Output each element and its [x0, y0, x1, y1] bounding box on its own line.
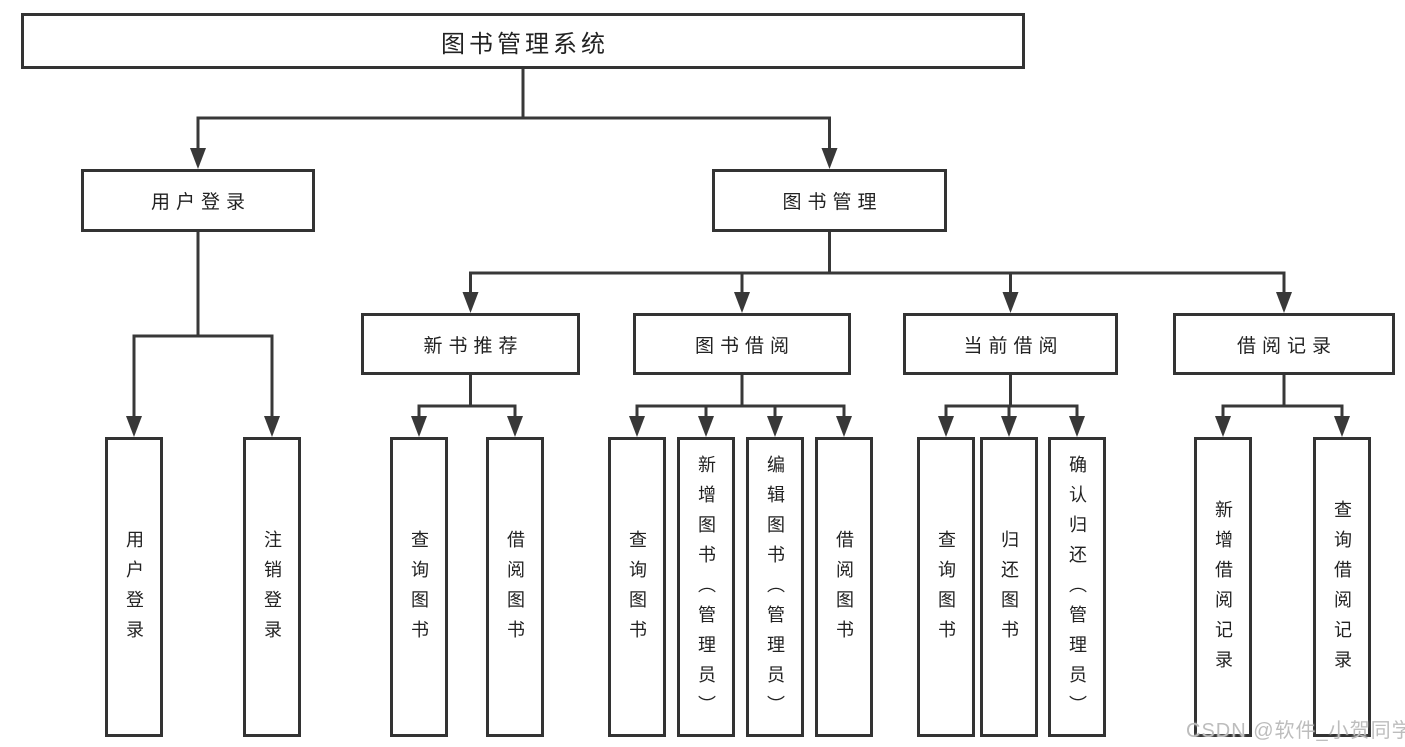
arrowhead-down-icon: [1002, 292, 1019, 313]
arrowhead-down-icon: [1001, 416, 1017, 437]
node-root: 图书管理系统: [21, 13, 1025, 69]
arrowhead-down-icon: [507, 416, 523, 437]
node-current-borrow: 当前借阅: [903, 313, 1118, 375]
edge-trunk: [469, 230, 1286, 275]
edge-new-book-rec: [411, 373, 523, 437]
node-label-bb-borrow-book: 借阅图书: [834, 530, 854, 650]
node-br-query-record: 查询借阅记录: [1313, 437, 1371, 737]
arrowhead-down-icon: [767, 416, 783, 437]
edge-book-mgmt: [462, 230, 1292, 313]
edge-borrow-records: [1215, 373, 1350, 437]
node-new-book-rec: 新书推荐: [361, 313, 580, 375]
node-label-cb-confirm-return: 确认归还（管理员）: [1067, 455, 1087, 725]
node-br-add-record: 新增借阅记录: [1194, 437, 1252, 737]
node-user-login: 用户登录: [105, 437, 163, 737]
arrowhead-down-icon: [1069, 416, 1085, 437]
node-label-bb-add-book: 新增图书（管理员）: [696, 455, 716, 725]
node-label-book-borrow: 图书借阅: [694, 335, 795, 357]
node-book-borrow: 图书借阅: [633, 313, 851, 375]
edge-trunk: [196, 67, 831, 120]
node-label-bb-query-book: 查询图书: [627, 530, 647, 650]
edge-trunk: [417, 373, 517, 408]
node-logout: 注销登录: [243, 437, 301, 737]
node-label-root: 图书管理系统: [441, 30, 609, 58]
node-user-login-group: 用户登录: [81, 169, 315, 232]
node-bb-borrow-book: 借阅图书: [815, 437, 873, 737]
node-bb-add-book: 新增图书（管理员）: [677, 437, 735, 737]
arrowhead-down-icon: [1215, 416, 1231, 437]
arrowhead-down-icon: [126, 416, 142, 437]
node-rec-query-book: 查询图书: [390, 437, 448, 737]
node-label-rec-query-book: 查询图书: [409, 530, 429, 650]
arrowhead-down-icon: [462, 292, 479, 313]
edge-current-borrow: [938, 373, 1085, 437]
arrowhead-down-icon: [836, 416, 852, 437]
node-label-current-borrow: 当前借阅: [963, 335, 1064, 357]
arrowhead-down-icon: [1276, 292, 1292, 313]
node-bb-edit-book: 编辑图书（管理员）: [746, 437, 804, 737]
node-label-br-add-record: 新增借阅记录: [1213, 500, 1233, 680]
node-label-user-login: 用户登录: [124, 530, 144, 650]
node-borrow-records: 借阅记录: [1173, 313, 1395, 375]
node-label-user-login-group: 用户登录: [150, 192, 251, 213]
node-label-logout: 注销登录: [262, 530, 282, 650]
arrowhead-down-icon: [821, 148, 838, 169]
node-label-rec-borrow-book: 借阅图书: [505, 530, 525, 650]
node-label-borrow-records: 借阅记录: [1236, 335, 1337, 357]
arrowhead-down-icon: [190, 148, 206, 169]
edge-book-borrow: [629, 373, 852, 437]
arrowhead-down-icon: [1334, 416, 1350, 437]
node-book-mgmt: 图书管理: [712, 169, 947, 232]
node-cb-confirm-return: 确认归还（管理员）: [1048, 437, 1106, 737]
arrowhead-down-icon: [264, 416, 280, 437]
node-bb-query-book: 查询图书: [608, 437, 666, 737]
edge-trunk: [635, 373, 846, 408]
node-rec-borrow-book: 借阅图书: [486, 437, 544, 737]
node-label-book-mgmt: 图书管理: [782, 192, 883, 213]
edge-root: [190, 67, 838, 169]
arrowhead-down-icon: [734, 292, 750, 313]
arrowhead-down-icon: [938, 416, 954, 437]
arrowhead-down-icon: [411, 416, 427, 437]
node-label-br-query-record: 查询借阅记录: [1332, 500, 1352, 680]
node-cb-return-book: 归还图书: [980, 437, 1038, 737]
node-label-new-book-rec: 新书推荐: [423, 335, 524, 357]
arrowhead-down-icon: [629, 416, 645, 437]
edge-trunk: [944, 373, 1079, 408]
edge-trunk: [1221, 373, 1344, 408]
edge-trunk: [132, 230, 274, 338]
node-label-cb-query-book: 查询图书: [936, 530, 956, 650]
arrowhead-down-icon: [698, 416, 714, 437]
node-label-cb-return-book: 归还图书: [999, 530, 1019, 650]
watermark: CSDN @软件_小贺同学: [1186, 720, 1405, 742]
node-label-bb-edit-book: 编辑图书（管理员）: [765, 455, 785, 725]
edge-user-login-group: [126, 230, 280, 437]
node-cb-query-book: 查询图书: [917, 437, 975, 737]
